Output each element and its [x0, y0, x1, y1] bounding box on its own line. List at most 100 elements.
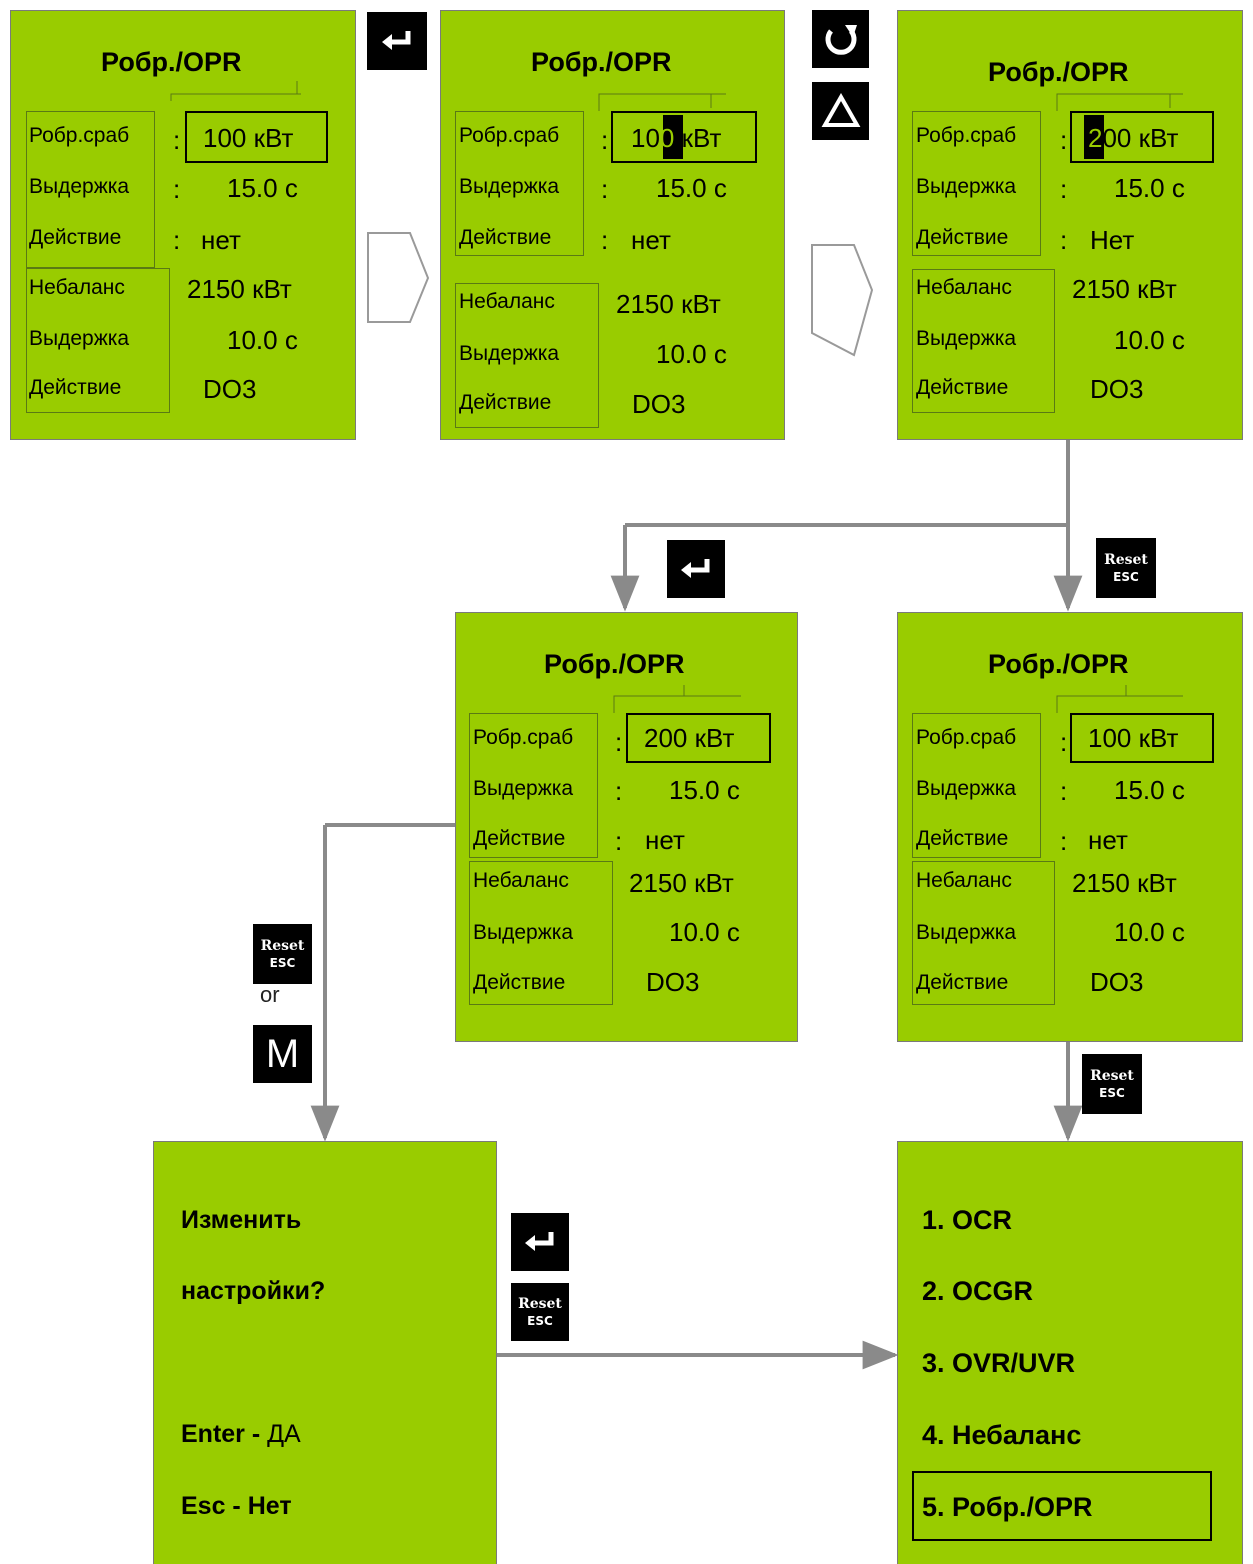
row-label: Небаланс	[916, 869, 1012, 892]
title-bracket	[598, 93, 726, 111]
row-colon: :	[615, 727, 623, 757]
value-unit: кВт	[674, 123, 722, 153]
row-value: 10.0 с	[227, 325, 298, 355]
row-label: Действие	[916, 827, 1009, 850]
reset-esc-key-button[interactable]: Reset ESC	[1082, 1054, 1142, 1114]
row-label: Робр.сраб	[916, 726, 1017, 749]
row-label: Робр.сраб	[29, 124, 130, 147]
row-label: Небаланс	[473, 869, 569, 892]
row-label: Небаланс	[459, 290, 555, 313]
edit-field-selected[interactable]	[185, 111, 328, 163]
yes-label: ДА	[267, 1420, 301, 1448]
menu-item[interactable]: 2. OCGR	[922, 1276, 1034, 1306]
row-value: 15.0 с	[656, 173, 727, 203]
row-colon: :	[601, 125, 609, 155]
reset-esc-key-button[interactable]: Reset ESC	[253, 924, 312, 984]
enter-key-button[interactable]	[367, 12, 427, 70]
row-label: Выдержка	[473, 921, 574, 944]
no-label: Нет	[247, 1492, 292, 1520]
next-step-arrow-2	[811, 244, 874, 357]
row-colon: :	[1060, 225, 1068, 255]
esc-key-label: ESC	[269, 955, 296, 970]
row-colon: :	[615, 776, 623, 806]
row-value: 15.0 с	[1114, 173, 1185, 203]
menu-item[interactable]: 4. Небаланс	[922, 1420, 1082, 1450]
confirm-yes-option[interactable]: Enter - ДА	[181, 1420, 301, 1449]
esc-key-label: Esc	[181, 1492, 226, 1520]
reset-esc-key-button[interactable]: Reset ESC	[511, 1283, 569, 1341]
reset-key-label: Reset	[1104, 551, 1148, 568]
row-value: 2150 кВт	[629, 868, 734, 898]
row-colon: :	[1060, 727, 1068, 757]
menu-item-selected[interactable]: 5. Робр./OPR	[922, 1492, 1093, 1522]
group-box-opr	[912, 713, 1041, 858]
row-value: DO3	[632, 389, 686, 419]
menu-item-selected-frame	[912, 1471, 1212, 1541]
row-value: 200 кВт	[1088, 123, 1178, 154]
row-value: нет	[201, 225, 241, 255]
reset-key-label: Reset	[518, 1295, 562, 1312]
row-value: DO3	[203, 374, 257, 404]
edit-field-selected[interactable]	[626, 713, 771, 763]
menu-item[interactable]: 1. OCR	[922, 1205, 1013, 1235]
row-value: 2150 кВт	[616, 289, 721, 319]
row-label: Действие	[29, 226, 122, 249]
value-digits: 00 кВт	[1102, 123, 1179, 153]
row-label: Действие	[459, 391, 552, 414]
row-label: Робр.сраб	[916, 124, 1017, 147]
row-label: Выдержка	[916, 921, 1017, 944]
row-value: DO3	[1090, 374, 1144, 404]
enter-key-label: Enter	[181, 1420, 245, 1448]
or-label: or	[260, 982, 280, 1007]
row-colon: :	[601, 225, 609, 255]
row-label: Выдержка	[473, 777, 574, 800]
row-value: 10.0 с	[669, 917, 740, 947]
reset-esc-key-button[interactable]: Reset ESC	[1096, 538, 1156, 598]
group-box-unbalance	[469, 861, 613, 1005]
row-value: 15.0 с	[1114, 775, 1185, 805]
edit-field-selected[interactable]	[1070, 713, 1214, 763]
confirm-question-line2: настройки?	[181, 1277, 326, 1305]
esc-key-label: ESC	[1113, 569, 1139, 584]
up-key-button[interactable]	[812, 82, 869, 140]
confirm-no-option[interactable]: Esc - Нет	[181, 1492, 292, 1521]
rotate-key-button[interactable]	[812, 10, 869, 68]
row-colon: :	[1060, 174, 1068, 204]
row-label: Робр.сраб	[473, 726, 574, 749]
row-label: Выдержка	[459, 175, 560, 198]
group-box-unbalance	[912, 861, 1055, 1005]
screen-initial: Робр./OPR Робр.сраб : 100 кВт Выдержка :…	[10, 10, 356, 440]
group-box-unbalance	[455, 283, 599, 428]
separator: -	[244, 1420, 268, 1448]
m-key-label: M	[265, 1031, 300, 1076]
row-label: Выдержка	[29, 327, 130, 350]
screen-value-restored: Робр./OPR Робр.сраб : 100 кВт Выдержка :…	[897, 612, 1243, 1042]
row-label: Действие	[473, 827, 566, 850]
screen-title: Робр./OPR	[988, 57, 1129, 87]
group-box-unbalance	[912, 269, 1055, 413]
digit-cursor	[663, 115, 683, 159]
row-colon: :	[1060, 125, 1068, 155]
row-label: Действие	[916, 971, 1009, 994]
value-cursor-digit: 0	[659, 123, 675, 153]
group-box-opr	[455, 111, 584, 256]
esc-key-label: ESC	[1099, 1085, 1125, 1100]
screen-main-menu: 1. OCR 2. OCGR 3. OVR/UVR 4. Небаланс 5.…	[897, 1141, 1243, 1564]
group-box-opr	[912, 111, 1041, 256]
row-label: Выдержка	[916, 327, 1017, 350]
enter-key-button[interactable]	[511, 1213, 569, 1271]
menu-item[interactable]: 3. OVR/UVR	[922, 1348, 1076, 1378]
enter-icon	[382, 31, 411, 50]
edit-field-selected[interactable]	[611, 111, 757, 163]
group-box-opr	[26, 111, 155, 268]
next-step-arrow-1	[367, 232, 430, 323]
reset-key-label: Reset	[260, 937, 305, 954]
row-label: Небаланс	[916, 276, 1012, 299]
row-colon: :	[1060, 826, 1068, 856]
row-label: Выдержка	[916, 777, 1017, 800]
row-label: Выдержка	[459, 342, 560, 365]
enter-key-button[interactable]	[667, 540, 725, 598]
menu-key-button[interactable]: M	[253, 1025, 312, 1083]
edit-field-selected[interactable]	[1070, 111, 1214, 163]
